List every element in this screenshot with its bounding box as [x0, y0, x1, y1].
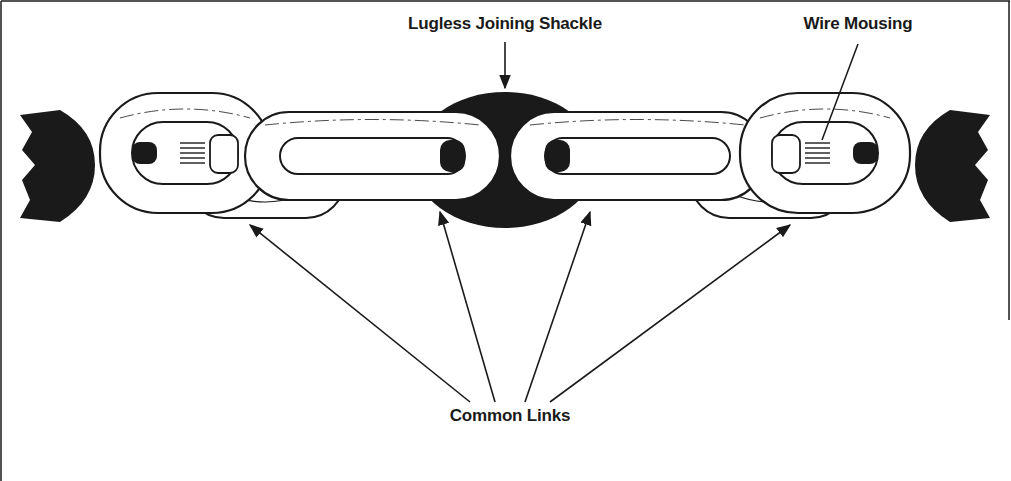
part-label: Common Links — [450, 406, 570, 426]
part-label: Lugless Joining Shackle — [408, 14, 602, 34]
part-label: Wire Mousing — [804, 14, 913, 34]
